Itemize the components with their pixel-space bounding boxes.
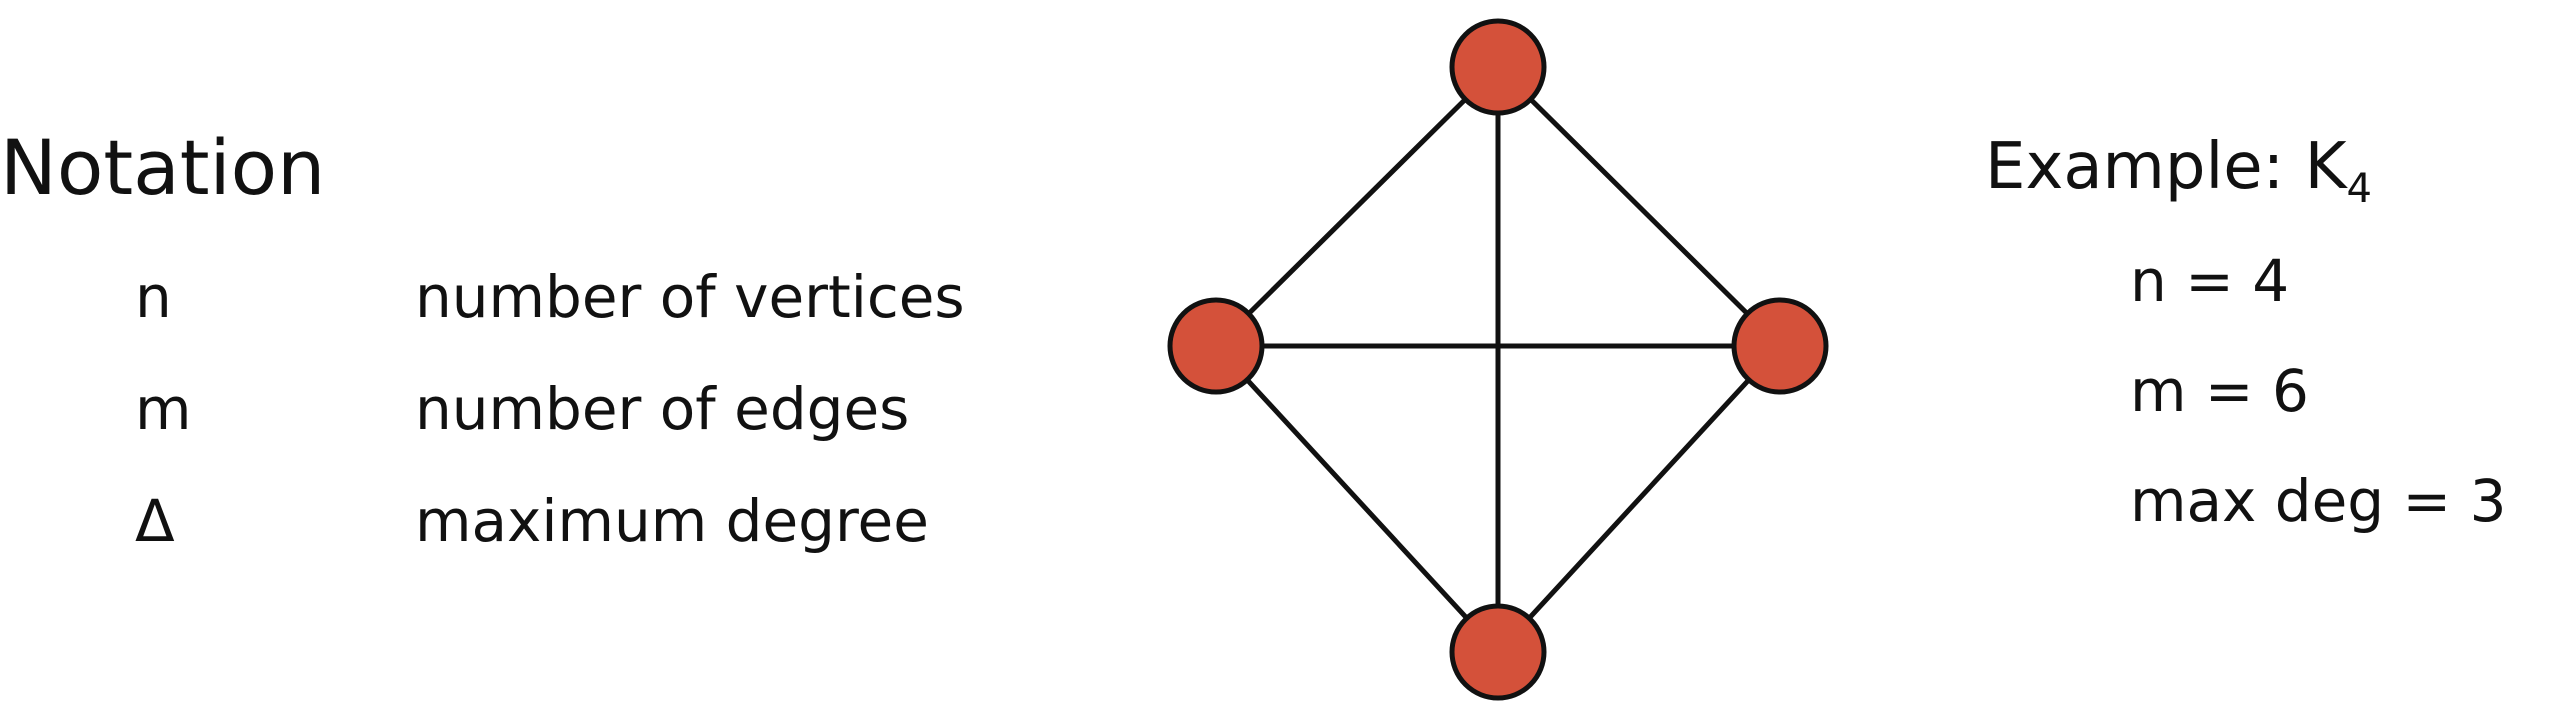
vertex-left xyxy=(1167,297,1265,395)
example-line-m: m = 6 xyxy=(2130,357,2309,425)
notation-symbol: n xyxy=(135,263,172,331)
edge-top-right xyxy=(1496,65,1782,348)
edge-left-bottom xyxy=(1214,344,1500,654)
k4-graph xyxy=(1167,18,1829,701)
example-line-n: n = 4 xyxy=(2130,247,2290,315)
notation-description: number of edges xyxy=(415,375,910,443)
vertex-bottom xyxy=(1449,603,1547,701)
notation-symbol: Δ xyxy=(135,487,175,555)
example-title-subscript: 4 xyxy=(2346,166,2372,212)
example-title-text: Example: K xyxy=(1985,130,2347,204)
vertex-right xyxy=(1731,297,1829,395)
edge-top-left xyxy=(1214,65,1500,348)
notation-description: maximum degree xyxy=(415,487,929,555)
notation-description: number of vertices xyxy=(415,263,965,331)
notation-title: Notation xyxy=(0,123,326,212)
notation-symbol: m xyxy=(135,375,192,443)
vertex-top xyxy=(1449,18,1547,116)
example-line-max-deg: max deg = 3 xyxy=(2130,467,2507,535)
graph-vertices xyxy=(1167,18,1829,701)
graph-edges xyxy=(1214,65,1782,654)
edge-right-bottom xyxy=(1496,344,1782,654)
example-title: Example: K4 xyxy=(1985,135,2372,209)
